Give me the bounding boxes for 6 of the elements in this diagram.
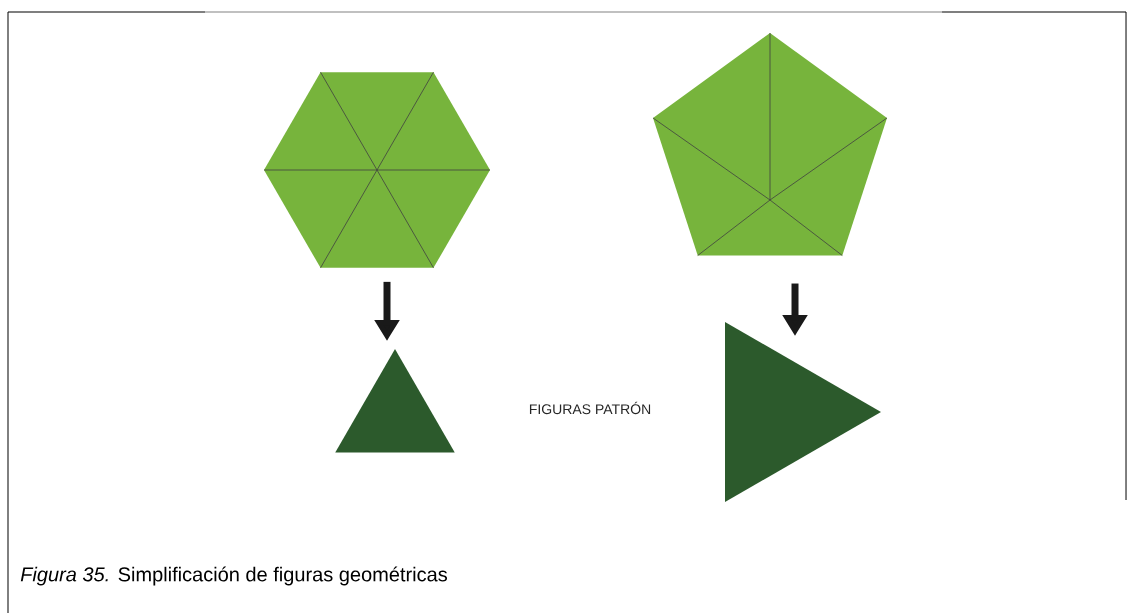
triangle-shape — [335, 349, 455, 453]
hexagon-shape — [263, 71, 491, 269]
caption: Figura 35. Simplificación de figuras geométricas — [20, 566, 447, 586]
triangle-shape — [725, 321, 881, 503]
figure-label: FIGURAS PATRÓN — [529, 401, 651, 415]
pentagon-shape — [652, 32, 888, 256]
